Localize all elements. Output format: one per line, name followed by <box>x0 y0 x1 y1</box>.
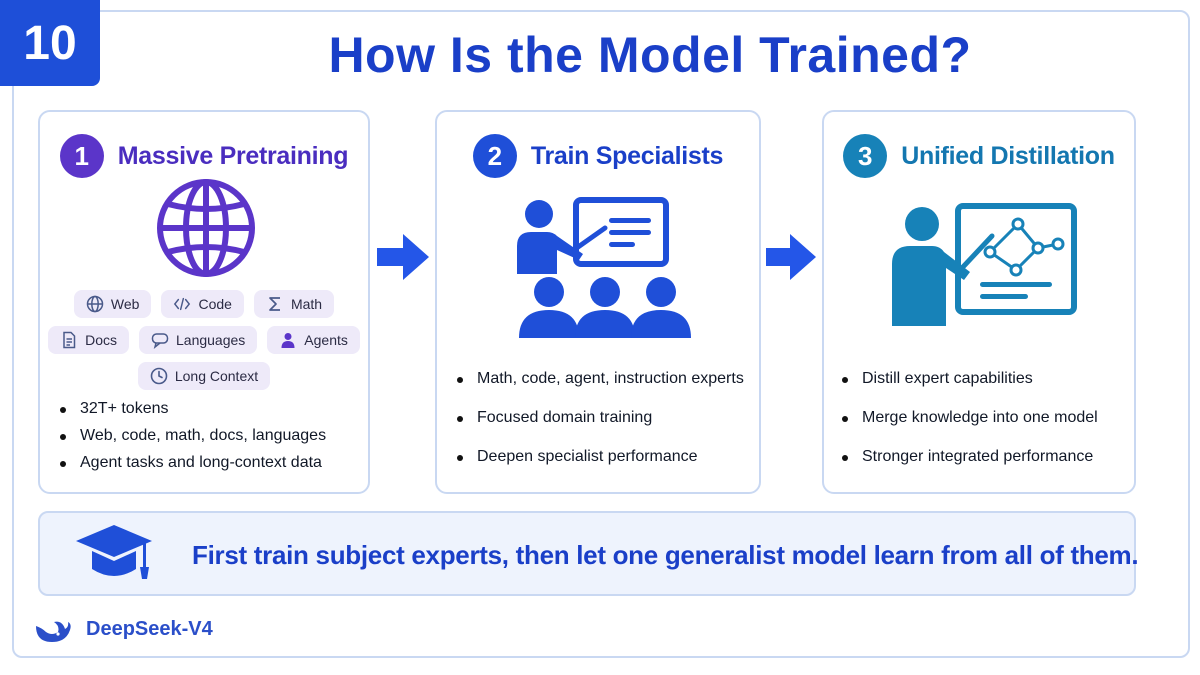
card-header: 1 Massive Pretraining <box>40 134 368 178</box>
card-title: Massive Pretraining <box>117 141 349 170</box>
data-source-chips: Web Code Math Docs Languages Agents <box>40 290 368 398</box>
chip-label: Languages <box>176 332 246 348</box>
bullet-list: Distill expert capabilities Merge knowle… <box>840 370 1098 487</box>
document-icon <box>60 331 78 349</box>
chip-docs: Docs <box>48 326 129 354</box>
brand: DeepSeek-V4 <box>32 614 213 644</box>
graduation-cap-icon <box>76 525 152 579</box>
whale-icon <box>36 621 71 642</box>
card-title: Unified Distillation <box>901 141 1115 170</box>
chip-label: Code <box>198 296 232 312</box>
list-item: Stronger integrated performance <box>840 448 1098 466</box>
arrow-right-icon <box>377 234 429 280</box>
slide-frame <box>12 10 1190 658</box>
chip-math: Math <box>253 290 335 318</box>
chip-label: Web <box>110 296 140 312</box>
sigma-icon <box>266 295 284 313</box>
step-number-badge: 1 <box>59 134 104 178</box>
globe-icon <box>157 179 255 277</box>
list-item: Distill expert capabilities <box>840 370 1098 388</box>
chip-code: Code <box>161 290 244 318</box>
banner-text: First train subject experts, then let on… <box>192 540 1139 570</box>
step-number-badge: 3 <box>843 134 888 178</box>
card-title: Train Specialists <box>530 141 724 170</box>
clock-icon <box>150 367 168 385</box>
card-header: 3 Unified Distillation <box>824 134 1134 178</box>
arrow-right-icon <box>766 234 816 280</box>
page-title: How Is the Model Trained? <box>328 27 972 83</box>
bullet-list: Math, code, agent, instruction experts F… <box>455 370 744 487</box>
card-unified-distillation: 3 Unified Distillation <box>822 110 1136 494</box>
list-item: 32T+ tokens <box>58 400 326 418</box>
chip-web: Web <box>73 290 152 318</box>
chip-label: Long Context <box>174 368 259 384</box>
chip-label: Math <box>290 296 323 312</box>
list-item: Agent tasks and long-context data <box>58 454 326 472</box>
teacher-at-board-icon <box>892 203 1077 326</box>
list-item: Math, code, agent, instruction experts <box>455 370 744 388</box>
teacher-with-students-icon <box>517 197 691 338</box>
chip-label: Docs <box>85 332 117 348</box>
list-item: Focused domain training <box>455 409 744 427</box>
list-item: Web, code, math, docs, languages <box>58 427 326 445</box>
bullet-list: 32T+ tokens Web, code, math, docs, langu… <box>58 400 326 481</box>
card-train-specialists: 2 Train Specialists Math, code, agent, i… <box>435 110 761 494</box>
chip-agents: Agents <box>267 326 360 354</box>
summary-banner: First train subject experts, then let on… <box>38 511 1139 596</box>
brand-name: DeepSeek-V4 <box>86 617 213 640</box>
speech-bubble-icon <box>151 331 169 349</box>
chip-long-context: Long Context <box>137 362 271 390</box>
chip-label: Agents <box>304 332 348 348</box>
list-item: Deepen specialist performance <box>455 448 744 466</box>
code-icon <box>173 295 191 313</box>
person-icon <box>279 331 297 349</box>
step-number-badge: 2 <box>472 134 517 178</box>
chip-languages: Languages <box>139 326 258 354</box>
slide-number-badge: 10 <box>0 0 100 86</box>
card-header: 2 Train Specialists <box>437 134 759 178</box>
list-item: Merge knowledge into one model <box>840 409 1098 427</box>
globe-icon <box>86 295 104 313</box>
card-massive-pretraining: 1 Massive Pretraining Web Code Math <box>38 110 370 494</box>
